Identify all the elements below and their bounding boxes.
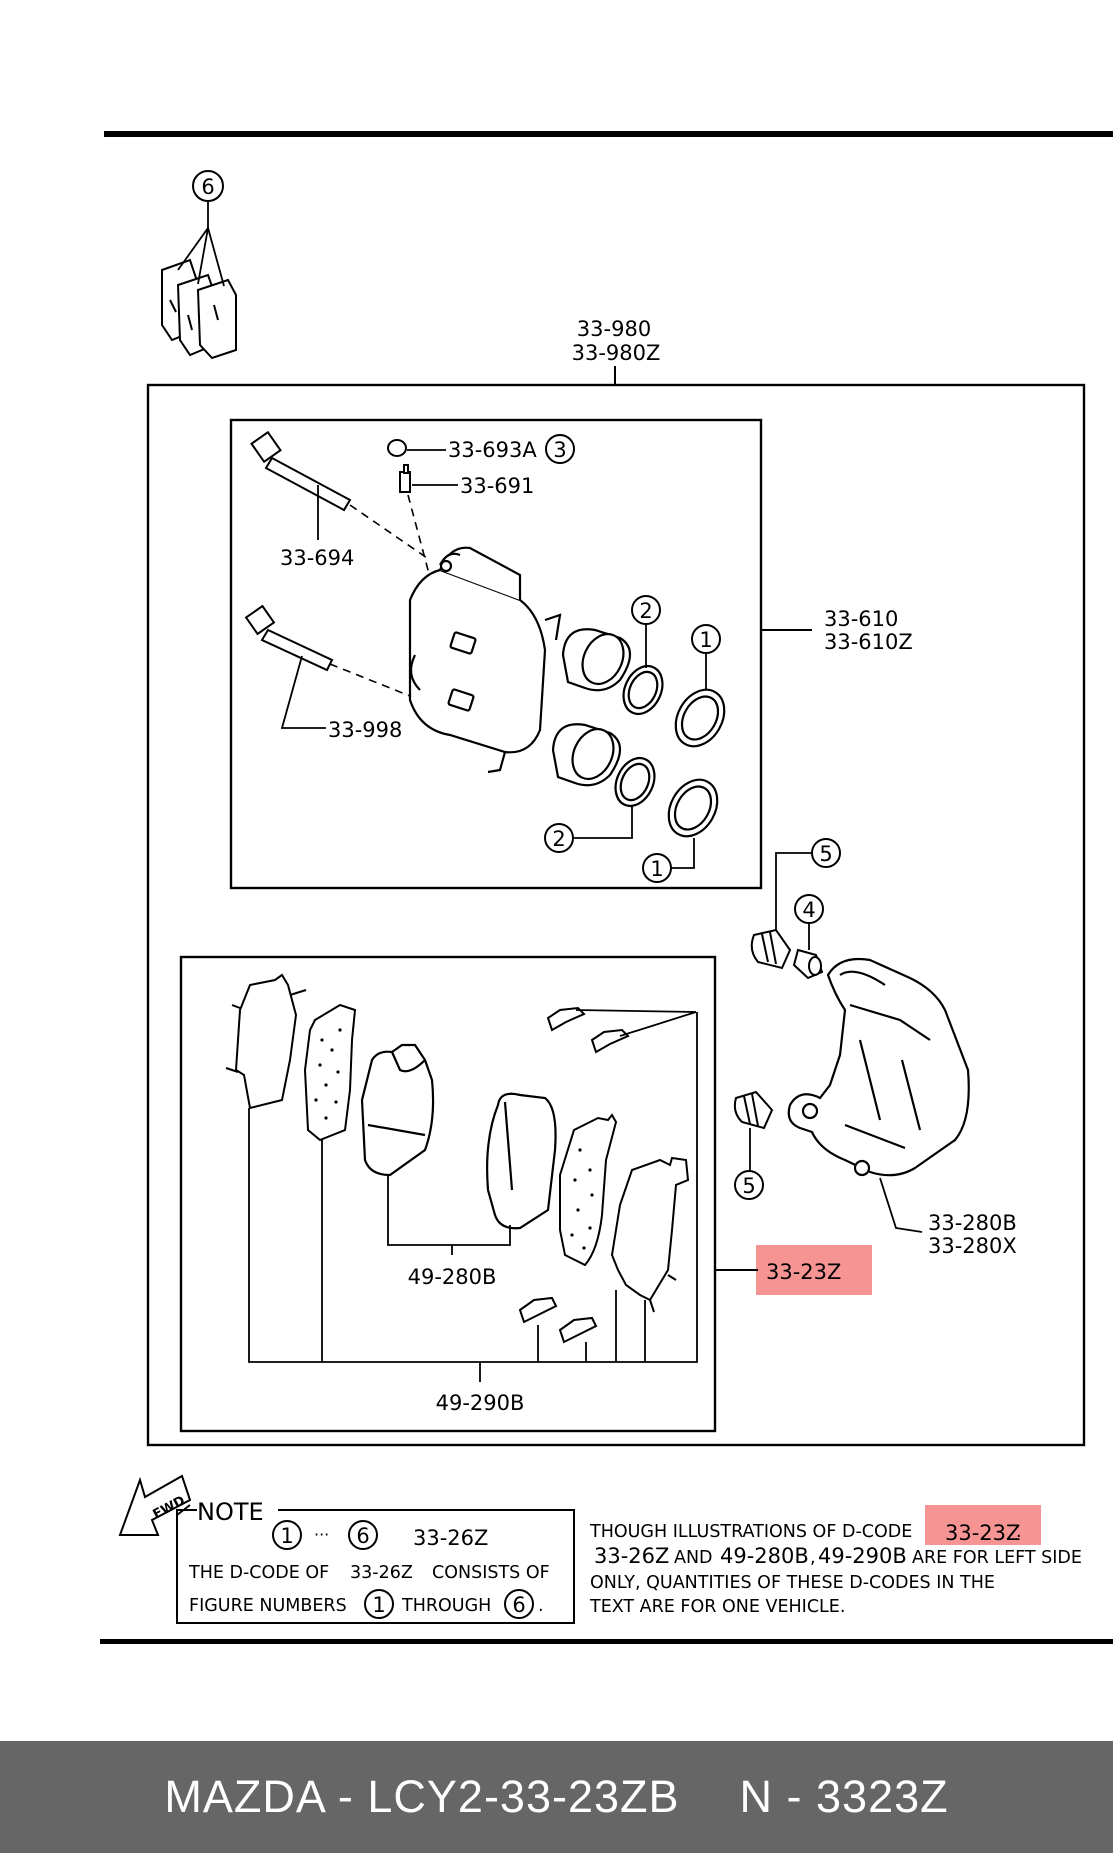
figure-number-1-upper: 1 xyxy=(699,628,712,652)
note-line2-a: FIGURE NUMBERS xyxy=(189,1596,347,1616)
dust-boot-illustrations xyxy=(667,688,726,838)
pad-clips-leaders xyxy=(575,1009,697,1037)
piston-upper-illustration xyxy=(561,628,632,692)
figure-number-2-upper: 2 xyxy=(639,599,652,623)
callout-49-290B: 49-290B xyxy=(436,1391,525,1415)
pads-outer-leader xyxy=(248,1012,698,1382)
note-range-to: 6 xyxy=(356,1524,369,1548)
note-box-lead xyxy=(176,1504,191,1516)
note-line1-a: THE D-CODE OF xyxy=(188,1563,329,1583)
guide-pin-upper-illustration xyxy=(250,430,352,512)
callout-33-610Z: 33-610Z xyxy=(824,630,913,654)
callout-33-693A: 33-693A xyxy=(448,438,537,462)
slide-boot-lower-illustration xyxy=(733,1090,774,1130)
guide-pin-lower-leader xyxy=(280,655,326,729)
bleeder-illustration xyxy=(399,464,411,493)
note-line2-to-circle xyxy=(504,1589,534,1619)
caliper-box xyxy=(229,418,763,890)
note-range-to-circle xyxy=(348,1520,378,1550)
bottom-rule xyxy=(100,1639,1113,1644)
pad-backing-left-illustration xyxy=(303,1003,357,1142)
note-line2-from: 1 xyxy=(372,1593,385,1617)
figure-number-5-lower: 5 xyxy=(742,1174,755,1198)
remark-line1-code: 33-23Z xyxy=(945,1521,1020,1545)
callout-33-610: 33-610 xyxy=(824,607,898,631)
pad-shim-left-illustration xyxy=(225,973,307,1110)
brake-pad-outer-illustration xyxy=(486,1092,557,1230)
footer-cross-code: N - 3323Z xyxy=(739,1771,949,1822)
remark-line2-f: ARE FOR LEFT SIDE xyxy=(912,1548,1082,1568)
callout-33-980Z: 33-980Z xyxy=(572,341,661,365)
note-line2-to: 6 xyxy=(512,1593,525,1617)
remark-code-highlight xyxy=(925,1505,1041,1545)
piston-lower-illustration xyxy=(551,723,622,787)
note-line2-from-circle xyxy=(364,1589,394,1619)
note-range-from: 1 xyxy=(280,1524,293,1548)
remark-line2-a: 33-26Z xyxy=(594,1544,669,1568)
note-title: NOTE xyxy=(197,1498,264,1526)
footer-caption: MAZDA - LCY2-33-23ZB N - 3323Z xyxy=(0,1741,1113,1853)
slide-boot-upper-leader xyxy=(775,852,812,940)
callout-33-691: 33-691 xyxy=(460,474,534,498)
footer-bar: MAZDA - LCY2-33-23ZB N - 3323Z xyxy=(0,1741,1113,1853)
figure-number-1-lower: 1 xyxy=(650,857,663,881)
remark-line1-end: . xyxy=(1016,1522,1022,1542)
footer-part-number: MAZDA - LCY2-33-23ZB xyxy=(164,1771,680,1822)
note-code: 33-26Z xyxy=(413,1526,488,1550)
guide-pin-lower-illustration xyxy=(244,604,334,672)
boot-leader-lines xyxy=(177,201,225,287)
top-rule xyxy=(104,131,1113,137)
pad-backing-right-illustration xyxy=(559,1113,618,1267)
callout-33-980: 33-980 xyxy=(577,317,651,341)
callout-33-23Z: 33-23Z xyxy=(766,1260,841,1284)
boot-lower-leader xyxy=(671,838,695,869)
callout-49-280B: 49-280B xyxy=(408,1265,497,1289)
figure-number-2-lower: 2 xyxy=(552,827,565,851)
note-line2-end: . xyxy=(538,1596,544,1616)
pad-clips-lower-illustration xyxy=(518,1296,598,1344)
alignment-dashes xyxy=(329,494,433,701)
pads-inner-leader xyxy=(387,1175,511,1246)
figure-number-3: 3 xyxy=(553,438,566,462)
figure-number-5-upper: 5 xyxy=(819,842,832,866)
figure-number-6-top: 6 xyxy=(201,175,214,199)
note-range-dots: ··· xyxy=(314,1525,329,1544)
callout-33-694: 33-694 xyxy=(280,546,354,570)
remark-line1-a: THOUGH ILLUSTRATIONS OF D-CODE xyxy=(589,1522,912,1542)
caliper-bracket-illustration xyxy=(787,957,970,1177)
fwd-arrow-icon xyxy=(118,1474,192,1536)
bushing-illustration xyxy=(792,948,824,980)
callout-33-280B: 33-280B xyxy=(928,1211,1017,1235)
remark-line3: ONLY, QUANTITIES OF THESE D-CODES IN THE xyxy=(590,1573,995,1593)
seal-lower-leader xyxy=(573,806,633,839)
remark-line2-d: , xyxy=(810,1548,816,1568)
note-box xyxy=(176,1509,575,1624)
remark-line2-c: 49-280B xyxy=(720,1544,809,1568)
remark-line4: TEXT ARE FOR ONE VEHICLE. xyxy=(589,1597,845,1617)
cap-illustration xyxy=(387,439,407,457)
note-line1-code: 33-26Z xyxy=(350,1563,413,1583)
note-line2-mid: THROUGH xyxy=(401,1596,491,1616)
pad-kit-box xyxy=(179,955,717,1433)
assembly-box xyxy=(146,383,1086,1447)
note-line1-b: CONSISTS OF xyxy=(432,1563,550,1583)
pad-clips-upper-illustration xyxy=(546,1006,630,1054)
figure-number-3-circle xyxy=(545,434,575,464)
slide-boot-upper-illustration xyxy=(750,928,792,970)
pad-kit-highlight xyxy=(756,1245,872,1295)
callout-33-280X: 33-280X xyxy=(928,1234,1017,1258)
pad-shim-right-illustration xyxy=(610,1156,690,1313)
bracket-leader xyxy=(879,1177,923,1233)
parts-diagram: 6 33-980 33-980Z 33-693A 3 33-691 33-694… xyxy=(100,131,1113,1644)
brake-pad-inner-illustration xyxy=(360,1043,435,1177)
piston-seal-illustrations xyxy=(614,664,664,808)
remark-line2-e: 49-290B xyxy=(818,1544,907,1568)
note-range-from-circle xyxy=(272,1520,302,1550)
callout-33-998: 33-998 xyxy=(328,718,402,742)
remark-line2-b: AND xyxy=(674,1548,713,1568)
caliper-body-illustration xyxy=(408,546,562,774)
figure-number-5-lower-circle xyxy=(734,1170,764,1200)
boot-set-illustration xyxy=(161,258,237,360)
figure-number-4: 4 xyxy=(802,898,815,922)
